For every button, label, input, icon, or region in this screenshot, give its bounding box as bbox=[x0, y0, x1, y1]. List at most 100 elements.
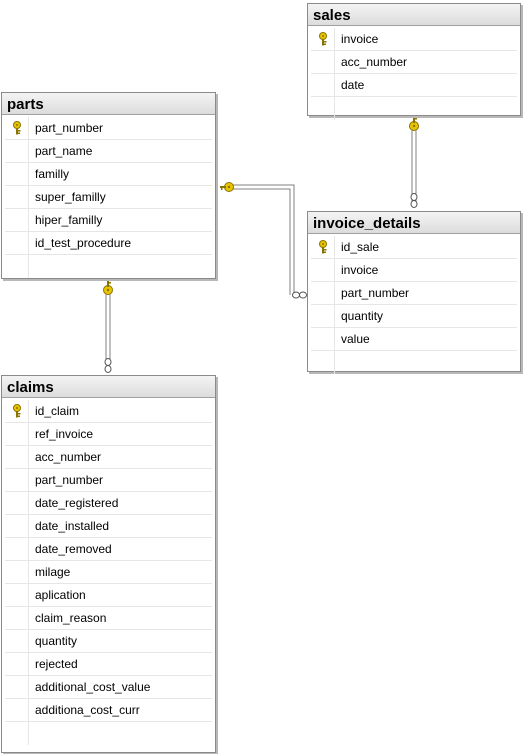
column-name: part_number bbox=[35, 121, 104, 135]
column-row[interactable]: milage bbox=[5, 561, 212, 584]
column-name: acc_number bbox=[341, 55, 408, 69]
key-slot bbox=[5, 722, 29, 745]
column-name: part_number bbox=[341, 286, 410, 300]
column-row[interactable]: part_number bbox=[311, 282, 517, 305]
column-name: date_installed bbox=[35, 519, 110, 533]
key-slot bbox=[5, 607, 29, 629]
column-name: quantity bbox=[341, 309, 384, 323]
key-icon bbox=[317, 32, 329, 46]
column-row[interactable]: date_registered bbox=[5, 492, 212, 515]
key-icon bbox=[11, 404, 23, 418]
column-row[interactable]: date_installed bbox=[5, 515, 212, 538]
column-row[interactable]: familly bbox=[5, 163, 212, 186]
column-row[interactable]: invoice bbox=[311, 259, 517, 282]
column-name: part_number bbox=[35, 473, 104, 487]
key-slot bbox=[5, 538, 29, 560]
key-slot bbox=[311, 74, 335, 96]
infinity-icon bbox=[104, 358, 112, 373]
column-row[interactable]: invoice bbox=[311, 28, 517, 51]
column-name: date bbox=[341, 78, 365, 92]
key-slot bbox=[5, 163, 29, 185]
column-name: ref_invoice bbox=[35, 427, 94, 441]
empty-row[interactable] bbox=[5, 722, 212, 745]
primary-key-slot bbox=[311, 236, 335, 258]
column-name: invoice bbox=[341, 263, 379, 277]
column-name: additional_cost_value bbox=[35, 680, 151, 694]
key-slot bbox=[5, 186, 29, 208]
column-row[interactable]: ref_invoice bbox=[5, 423, 212, 446]
column-row[interactable]: id_test_procedure bbox=[5, 232, 212, 255]
key-slot bbox=[5, 469, 29, 491]
column-name: super_familly bbox=[35, 190, 106, 204]
column-row[interactable]: additiona_cost_curr bbox=[5, 699, 212, 722]
key-slot bbox=[5, 584, 29, 606]
column-row[interactable]: acc_number bbox=[5, 446, 212, 469]
column-row[interactable]: part_name bbox=[5, 140, 212, 163]
column-name: id_sale bbox=[341, 240, 380, 254]
column-row[interactable]: value bbox=[311, 328, 517, 351]
column-name: milage bbox=[35, 565, 71, 579]
key-slot bbox=[5, 676, 29, 698]
column-row[interactable]: date_removed bbox=[5, 538, 212, 561]
column-row[interactable]: part_number bbox=[5, 469, 212, 492]
table-title[interactable]: parts bbox=[2, 93, 215, 115]
column-row[interactable]: hiper_familly bbox=[5, 209, 212, 232]
relationship-sales-invoice-details[interactable] bbox=[411, 122, 417, 202]
empty-row[interactable] bbox=[311, 97, 517, 120]
column-row[interactable]: additional_cost_value bbox=[5, 676, 212, 699]
key-slot bbox=[5, 446, 29, 468]
key-slot bbox=[5, 423, 29, 445]
key-slot bbox=[5, 492, 29, 514]
key-slot bbox=[5, 699, 29, 721]
key-slot bbox=[5, 255, 29, 278]
table-title[interactable]: sales bbox=[308, 4, 520, 26]
table-title[interactable]: claims bbox=[2, 376, 215, 398]
relationship-parts-invoice-details[interactable] bbox=[230, 184, 306, 296]
key-slot bbox=[5, 515, 29, 537]
key-slot bbox=[5, 140, 29, 162]
column-name: id_claim bbox=[35, 404, 80, 418]
column-row[interactable]: quantity bbox=[5, 630, 212, 653]
column-row[interactable]: aplication bbox=[5, 584, 212, 607]
column-row[interactable]: id_sale bbox=[311, 236, 517, 259]
column-row[interactable]: claim_reason bbox=[5, 607, 212, 630]
column-name: date_registered bbox=[35, 496, 119, 510]
column-name: claim_reason bbox=[35, 611, 107, 625]
key-slot bbox=[311, 351, 335, 374]
column-name: value bbox=[341, 332, 370, 346]
key-slot bbox=[5, 630, 29, 652]
column-row[interactable]: super_familly bbox=[5, 186, 212, 209]
column-row[interactable]: date bbox=[311, 74, 517, 97]
key-slot bbox=[5, 232, 29, 254]
primary-key-slot bbox=[311, 28, 335, 50]
empty-row[interactable] bbox=[311, 351, 517, 374]
empty-row[interactable] bbox=[5, 255, 212, 278]
column-row[interactable]: part_number bbox=[5, 117, 212, 140]
key-slot bbox=[311, 305, 335, 327]
table-title[interactable]: invoice_details bbox=[308, 212, 520, 234]
column-row[interactable]: id_claim bbox=[5, 400, 212, 423]
key-slot bbox=[311, 282, 335, 304]
column-name: additiona_cost_curr bbox=[35, 703, 140, 717]
key-slot bbox=[311, 51, 335, 73]
column-name: familly bbox=[35, 167, 70, 181]
key-icon bbox=[317, 240, 329, 254]
key-icon bbox=[409, 117, 419, 131]
key-slot bbox=[5, 209, 29, 231]
column-row[interactable]: quantity bbox=[311, 305, 517, 328]
key-icon bbox=[11, 121, 23, 135]
primary-key-slot bbox=[5, 400, 29, 422]
column-name: id_test_procedure bbox=[35, 236, 132, 250]
key-slot bbox=[5, 653, 29, 675]
column-row[interactable]: acc_number bbox=[311, 51, 517, 74]
relationship-parts-claims[interactable] bbox=[105, 286, 111, 364]
column-list: id_claim ref_invoice acc_number part_number… bbox=[5, 400, 212, 745]
infinity-icon bbox=[292, 291, 307, 299]
column-row[interactable]: rejected bbox=[5, 653, 212, 676]
